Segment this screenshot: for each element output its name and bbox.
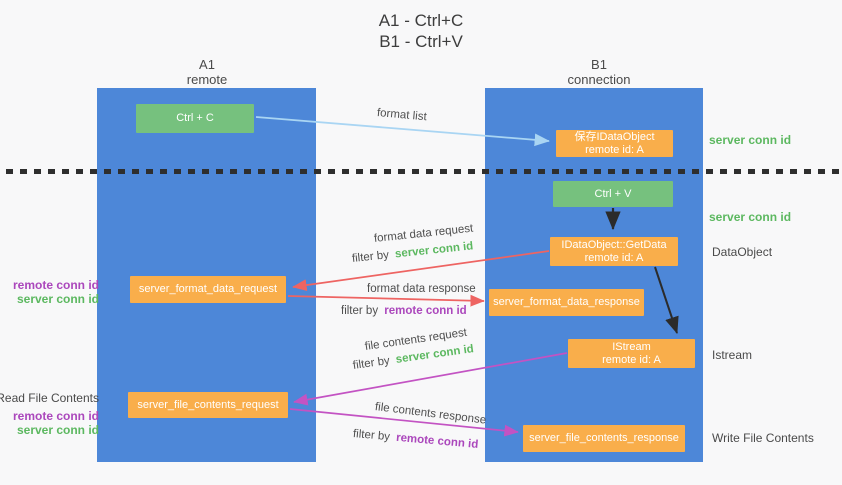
diagram-title: A1 - Ctrl+C B1 - Ctrl+V	[0, 10, 842, 52]
idataobject-getdata-remote-id: remote id: A	[584, 251, 644, 264]
server-file-contents-request-node: server_file_contents_request	[128, 392, 288, 418]
server-conn-id-text: server conn id	[394, 240, 474, 261]
server-format-data-request-node: server_format_data_request	[130, 276, 286, 303]
lane-b1-name: B1	[591, 57, 607, 72]
istream-side-label: Istream	[712, 348, 753, 362]
lane-a1-name: A1	[199, 57, 215, 72]
ctrl-c-label: Ctrl + C	[176, 112, 214, 124]
format-data-response-label: format data response	[367, 283, 476, 295]
remote-conn-id-label-bottom-left: remote conn id	[12, 409, 99, 423]
server-file-contents-response-label: server_file_contents_response	[529, 432, 679, 444]
istream-label: IStream	[612, 340, 651, 353]
read-file-contents-label: Read File Contents	[0, 391, 99, 405]
machine-boundary-dotted-line	[6, 169, 842, 174]
server-format-data-request-label: server_format_data_request	[138, 283, 278, 295]
lane-header-a1: A1 remote	[157, 57, 257, 87]
server-format-data-response-node: server_format_data_response	[489, 289, 644, 316]
dataobject-label: DataObject	[712, 245, 773, 259]
filter-by-text: filter by	[352, 428, 391, 444]
idataobject-getdata-node: IDataObject::GetData remote id: A	[550, 237, 678, 266]
file-contents-response-label: file contents response	[374, 401, 487, 427]
server-conn-id-label-top-left: server conn id	[16, 292, 99, 306]
server-conn-id-label-bottom-left: server conn id	[16, 423, 99, 437]
idataobject-getdata-label: IDataObject::GetData	[561, 238, 667, 251]
write-file-contents-label: Write File Contents	[712, 431, 814, 445]
filter-by-text: filter by	[352, 354, 391, 372]
ctrl-v-label: Ctrl + V	[594, 187, 632, 200]
filter-by-remote-conn-id-label-format: filter by remote conn id	[341, 305, 467, 317]
title-line-1: A1 - Ctrl+C	[378, 11, 464, 30]
istream-remote-id: remote id: A	[602, 353, 661, 366]
format-data-response-arrow	[287, 294, 485, 307]
ctrl-v-node: Ctrl + V	[553, 181, 673, 207]
server-conn-id-label-top-right: server conn id	[709, 133, 792, 147]
filter-by-remote-conn-id-label-file: filter by remote conn id	[352, 428, 478, 451]
server-conn-id-label-mid-right: server conn id	[709, 210, 792, 224]
remote-conn-id-text: remote conn id	[395, 431, 479, 451]
filter-by-text: filter by	[351, 249, 390, 265]
server-format-data-response-label: server_format_data_response	[493, 296, 640, 308]
save-idataobject-label: 保存IDataObject	[574, 130, 655, 143]
format-list-label: format list	[376, 107, 428, 124]
lane-a1-role: remote	[186, 72, 228, 87]
lane-b1-role: connection	[567, 72, 631, 87]
server-file-contents-response-node: server_file_contents_response	[523, 425, 685, 452]
server-file-contents-request-label: server_file_contents_request	[137, 398, 279, 411]
ctrl-c-node: Ctrl + C	[136, 104, 254, 133]
filter-by-server-conn-id-label-format: filter by server conn id	[351, 240, 473, 265]
remote-conn-id-text: remote conn id	[384, 305, 467, 317]
lane-header-b1: B1 connection	[544, 57, 654, 87]
remote-conn-id-label-top-left: remote conn id	[12, 278, 99, 292]
save-idataobject-node: 保存IDataObject remote id: A	[556, 130, 673, 157]
istream-node: IStream remote id: A	[568, 339, 695, 368]
title-line-2: B1 - Ctrl+V	[379, 32, 463, 51]
filter-by-text: filter by	[341, 305, 379, 317]
save-idataobject-remote-id: remote id: A	[585, 143, 644, 156]
